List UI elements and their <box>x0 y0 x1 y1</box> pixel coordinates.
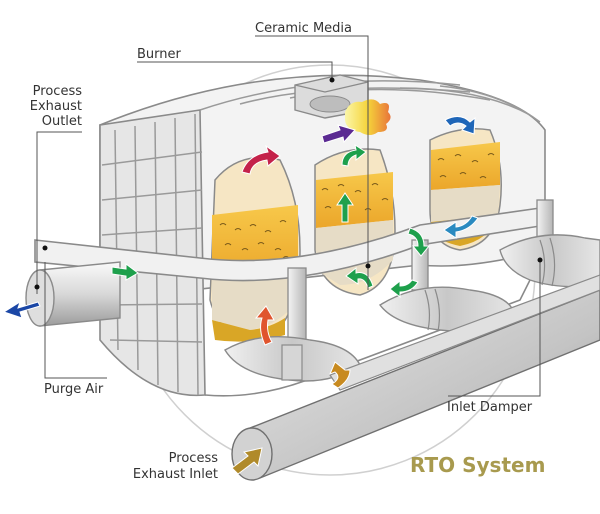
purge-leader-dot <box>42 245 48 251</box>
chamber-2-hot-media <box>316 172 393 228</box>
chamber-3-hot-media <box>431 142 500 190</box>
label-ceramic-media: Ceramic Media <box>255 21 352 36</box>
chamber3-bottom-arrow <box>443 215 479 239</box>
damper-flow-arrow <box>389 279 419 299</box>
label-process-exhaust-inlet-1: Process <box>169 451 219 466</box>
chamber3-top-arrow <box>444 116 476 135</box>
chamber2-up-arrow <box>336 192 354 223</box>
duct-turn-arrow <box>407 227 431 257</box>
burner-flow-arrow <box>321 124 356 144</box>
burner-leader-dot <box>329 77 335 83</box>
label-burner: Burner <box>137 47 182 62</box>
chamber2-top-arrow <box>341 143 367 167</box>
ceramic-media-leader-dot <box>365 263 371 269</box>
label-process-exhaust-outlet-2: Exhaust <box>30 99 82 114</box>
damper-3 <box>499 234 600 288</box>
chamber-1-valve-pipe <box>287 267 307 349</box>
chamber-3-valve-pipe <box>536 199 554 241</box>
chamber-1-cool-media <box>212 270 298 330</box>
label-process-exhaust-outlet-1: Process <box>33 84 83 99</box>
outlet-leader-dot <box>34 284 40 290</box>
inlet-damper-arrow <box>329 361 351 389</box>
process-exhaust-outlet-pipe <box>25 261 121 327</box>
purge-duct-flow-arrow <box>111 263 139 281</box>
outlet-flow-arrow <box>2 300 41 319</box>
inlet-flow-arrow <box>231 447 263 475</box>
leader-lines <box>36 35 541 397</box>
label-inlet-damper: Inlet Damper <box>447 400 533 415</box>
chamber-3-cool-media <box>431 185 500 222</box>
chamber-1 <box>209 156 301 342</box>
label-purge-air: Purge Air <box>44 382 104 397</box>
label-process-exhaust-outlet-3: Outlet <box>42 114 82 129</box>
diagram-title: RTO System <box>410 453 545 477</box>
chamber1-top-arrow <box>241 144 281 175</box>
label-process-exhaust-inlet-2: Exhaust Inlet <box>133 467 218 482</box>
inlet-damper-leader-dot <box>537 257 543 263</box>
chamber1-up-arrow <box>254 305 275 346</box>
